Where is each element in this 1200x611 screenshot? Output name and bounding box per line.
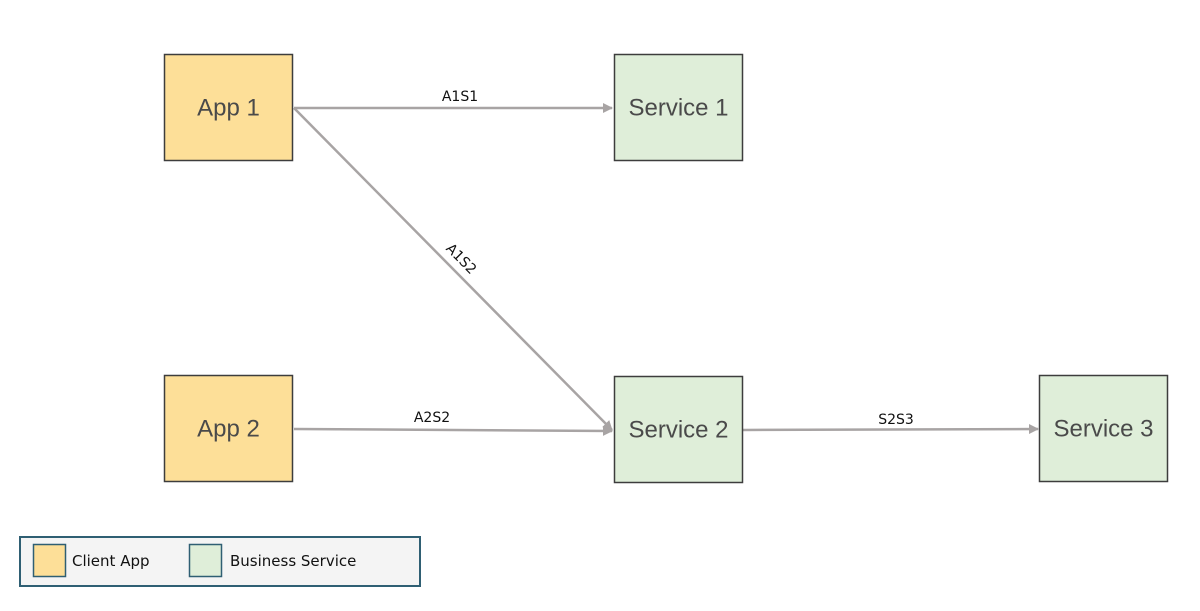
node-app-2[interactable]: App 2: [163, 374, 294, 483]
legend-label-client-app: Client App: [72, 552, 150, 570]
edge-label-s2s3: S2S3: [878, 412, 914, 428]
node-app-1-label: App 1: [197, 95, 260, 122]
node-service-2-box[interactable]: [613, 375, 744, 484]
node-service-2-label: Service 2: [628, 417, 728, 444]
legend: Client App Business Service: [19, 536, 421, 587]
legend-swatch-client-app: [32, 543, 67, 578]
node-service-1-label: Service 1: [628, 95, 728, 122]
edge-s2s3[interactable]: [742, 424, 1039, 435]
edge-label-a1s2: A1S2: [442, 241, 479, 278]
node-service-1[interactable]: Service 1: [613, 53, 744, 162]
node-app-1[interactable]: App 1: [163, 53, 294, 162]
node-service-1-box[interactable]: [613, 53, 744, 162]
edge-label-a1s1: A1S1: [442, 89, 478, 105]
edge-label-a2s2: A2S2: [414, 410, 450, 426]
edge-a2s2[interactable]: [293, 425, 613, 436]
node-service-3-box[interactable]: [1038, 374, 1169, 483]
node-app-2-label: App 2: [197, 416, 260, 443]
node-service-3-label: Service 3: [1053, 416, 1153, 443]
node-app-1-box[interactable]: [163, 53, 294, 162]
node-service-3[interactable]: Service 3: [1038, 374, 1169, 483]
legend-label-business-service: Business Service: [230, 552, 356, 570]
legend-swatch-business-service: [188, 543, 223, 578]
node-service-2[interactable]: Service 2: [613, 375, 744, 484]
edge-a1s2[interactable]: [293, 107, 613, 431]
edges: [293, 103, 1039, 436]
node-app-2-box[interactable]: [163, 374, 294, 483]
